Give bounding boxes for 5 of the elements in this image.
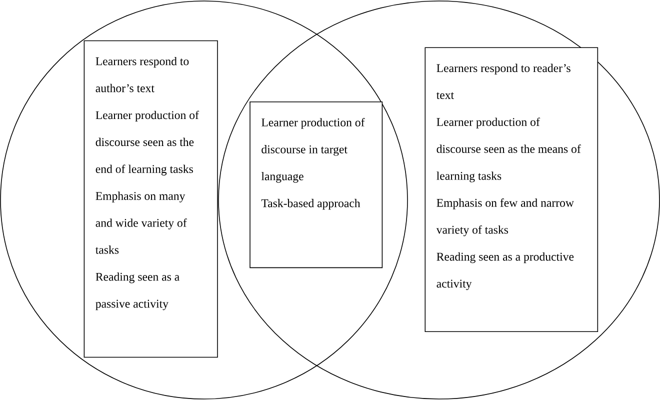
text-box: Learner production of discourse in target language Task-based approach (250, 102, 383, 268)
venn-circle (0, 0, 408, 400)
text-box: Learners respond to reader’s text Learner production of discourse seen as the means of learning tasks Emphasis on few and narrow variety of tasks Reading seen as a productive activity (424, 47, 598, 332)
venn-circle (218, 0, 660, 400)
text-box: Learners respond to author’s text Learner production of discourse seen as the end of learning tasks Emphasis on many and wide variety of tasks Reading seen as a passive activity (84, 40, 218, 358)
